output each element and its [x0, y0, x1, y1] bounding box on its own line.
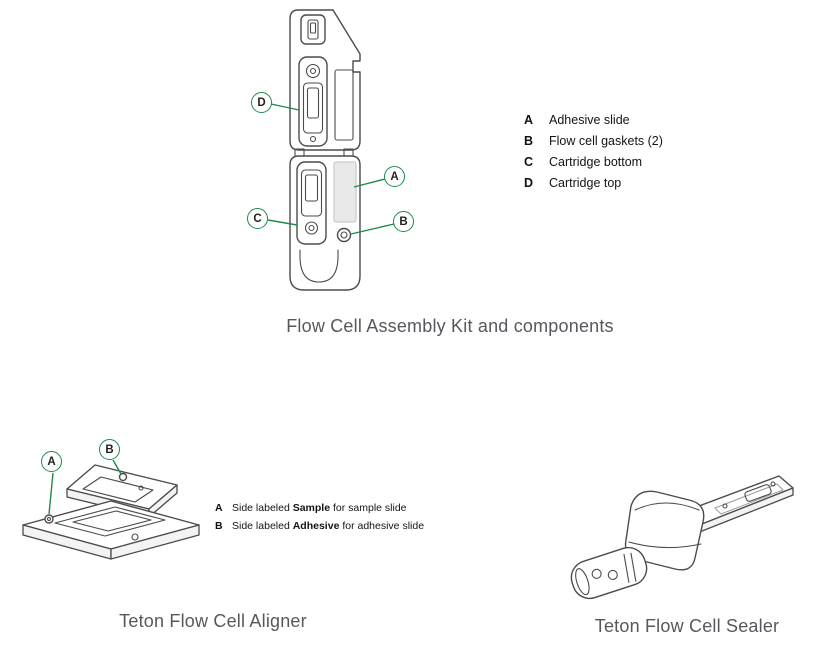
legend-row: B Side labeled Adhesive for adhesive sli… — [215, 520, 424, 532]
legend-bold-word: Sample — [292, 502, 331, 514]
legend-label: Adhesive slide — [549, 113, 630, 127]
legend-label: Side labeled Sample for sample slide — [232, 502, 407, 514]
legend-text: for adhesive slide — [339, 520, 425, 532]
legend-text: Side labeled — [232, 502, 293, 514]
legend-text: for sample slide — [330, 502, 407, 514]
legend-key: B — [215, 520, 223, 532]
aligner-caption: Teton Flow Cell Aligner — [119, 611, 307, 631]
cartridge-bottom-part — [296, 161, 327, 245]
legend-label: Cartridge top — [549, 176, 622, 190]
legend-row: B Flow cell gaskets (2) — [524, 134, 663, 148]
callout-b-badge: B — [393, 211, 414, 232]
legend-key: A — [524, 113, 534, 127]
assembly-kit-legend: A Adhesive slide B Flow cell gaskets (2)… — [524, 113, 663, 190]
legend-label: Flow cell gaskets (2) — [549, 134, 663, 148]
legend-row: C Cartridge bottom — [524, 155, 663, 169]
sealer-head — [570, 546, 648, 600]
aligner-sample-plate — [22, 500, 200, 560]
sealer-slide — [682, 475, 794, 534]
legend-key: C — [524, 155, 534, 169]
legend-text: Side labeled — [232, 520, 293, 532]
gasket-part — [336, 227, 352, 243]
aligner-legend: A Side labeled Sample for sample slide B… — [215, 502, 424, 532]
sealer-drawing — [570, 475, 794, 600]
leader-lines — [48, 459, 122, 515]
callout-a-badge: A — [41, 451, 62, 472]
assembly-kit-caption: Flow Cell Assembly Kit and components — [286, 316, 614, 336]
cartridge-top-part — [298, 56, 328, 147]
legend-bold-word: Adhesive — [292, 520, 340, 532]
legend-row: D Cartridge top — [524, 176, 663, 190]
callout-b-badge: B — [99, 439, 120, 460]
legend-key: A — [215, 502, 223, 514]
legend-row: A Side labeled Sample for sample slide — [215, 502, 424, 514]
legend-label: Side labeled Adhesive for adhesive slide — [232, 520, 424, 532]
aligner-drawing — [22, 459, 200, 560]
case-window — [334, 69, 354, 141]
legend-row: A Adhesive slide — [524, 113, 663, 127]
adhesive-slide-part — [333, 161, 357, 223]
leader-lines — [267, 103, 395, 235]
sealer-caption: Teton Flow Cell Sealer — [594, 616, 780, 636]
legend-key: D — [524, 176, 534, 190]
callout-a-badge: A — [384, 166, 405, 187]
legend-label: Cartridge bottom — [549, 155, 643, 169]
callout-c-badge: C — [247, 208, 268, 229]
assembly-kit-drawing — [267, 9, 395, 291]
legend-key: B — [524, 134, 534, 148]
callout-d-badge: D — [251, 92, 272, 113]
